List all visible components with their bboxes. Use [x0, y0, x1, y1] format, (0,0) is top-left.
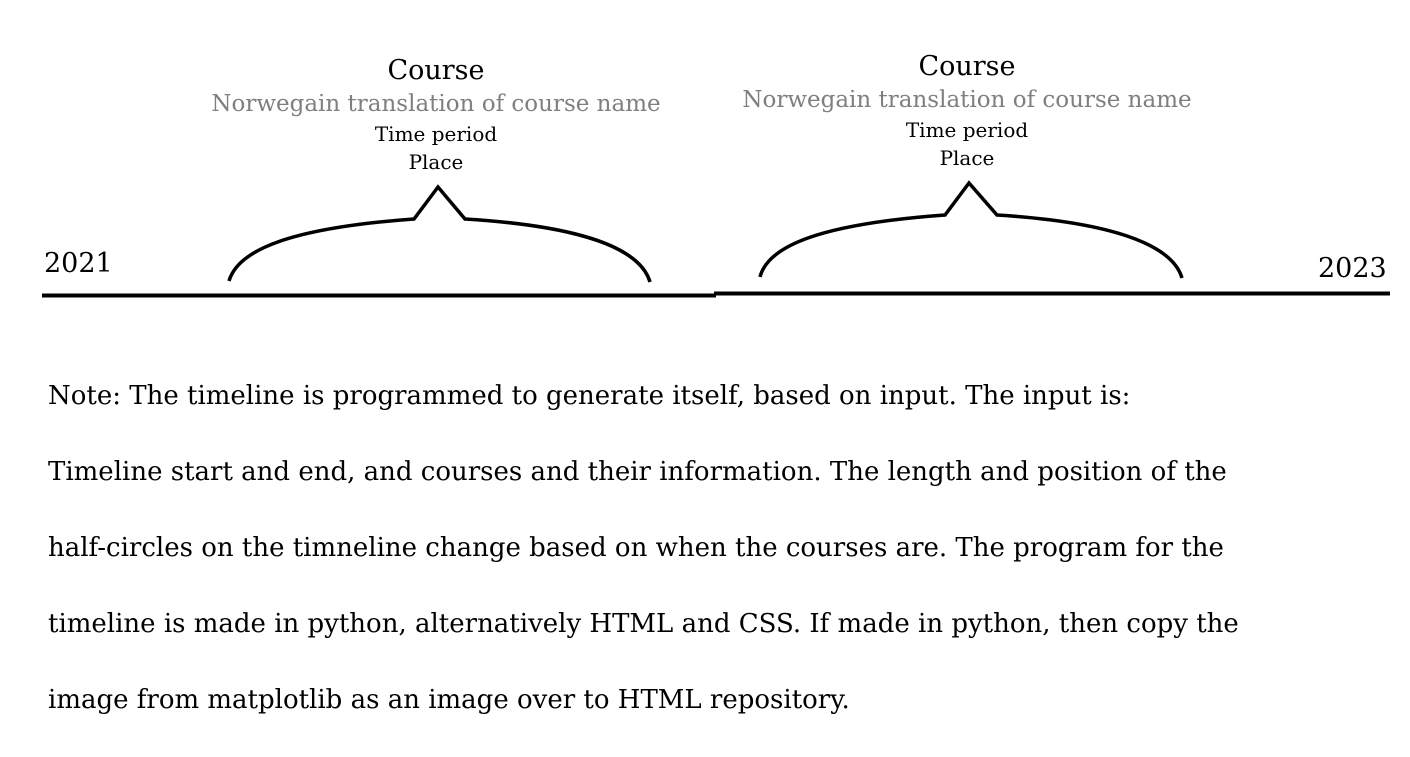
course-place: Place: [939, 146, 995, 170]
course-title: Course: [387, 55, 485, 86]
course-translation: Norwegain translation of course name: [211, 91, 661, 117]
timeline-start-label: 2021: [44, 248, 113, 279]
course-brace-1: [227, 184, 652, 283]
course-brace-2: [758, 180, 1184, 279]
course-translation: Norwegain translation of course name: [742, 87, 1192, 113]
course-time-period: Time period: [374, 122, 498, 146]
timeline-diagram: 2021 2023 Course Norwegain translation o…: [42, 50, 1390, 715]
note-line: Note: The timeline is programmed to gene…: [48, 381, 1131, 411]
timeline-graphic: [42, 180, 1390, 298]
note-line: half-circles on the timneline change bas…: [48, 533, 1224, 563]
note-line: image from matplotlib as an image over t…: [48, 685, 850, 715]
course-place: Place: [408, 150, 464, 174]
course-block-1: Course Norwegain translation of course n…: [176, 54, 696, 176]
course-block-2: Course Norwegain translation of course n…: [707, 50, 1227, 172]
timeline-end-label: 2023: [1318, 253, 1387, 284]
note-line: timeline is made in python, alternativel…: [48, 609, 1239, 639]
course-title: Course: [918, 51, 1016, 82]
course-time-period: Time period: [905, 118, 1029, 142]
note-paragraph: Note: The timeline is programmed to gene…: [48, 339, 1368, 757]
note-line: Timeline start and end, and courses and …: [48, 457, 1227, 487]
